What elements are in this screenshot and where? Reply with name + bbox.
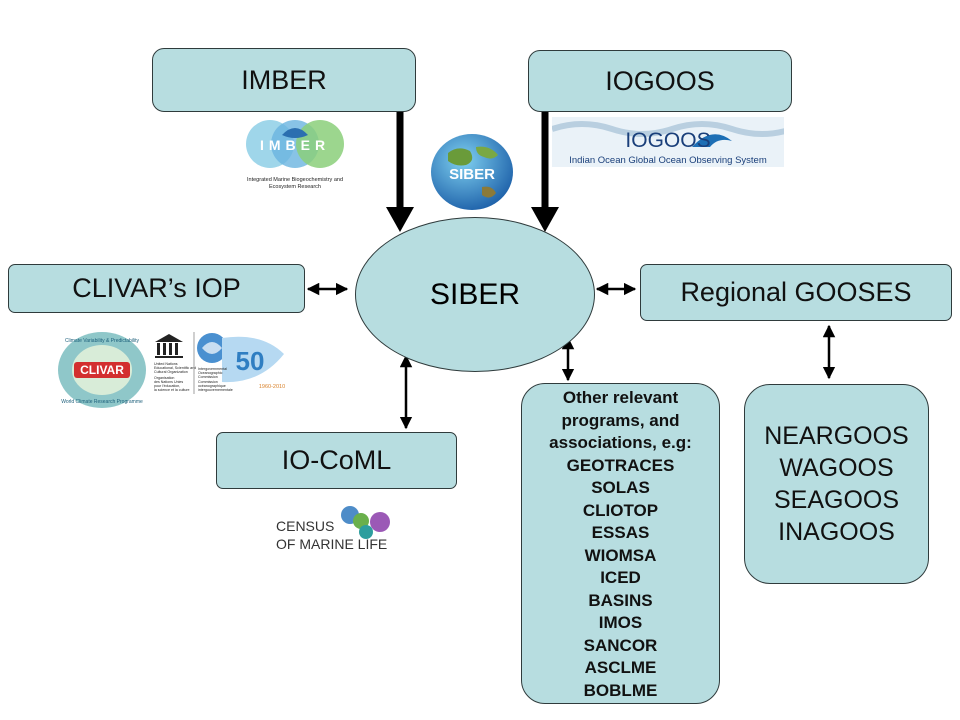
svg-text:SIBER: SIBER — [449, 166, 495, 183]
program-item: ESSAS — [591, 523, 650, 542]
unesco-temple-icon — [155, 334, 183, 358]
svg-text:IOGOOS: IOGOOS — [625, 129, 710, 152]
imber-box: IMBER — [152, 48, 416, 112]
clivar-label: CLIVAR’s IOP — [72, 273, 241, 303]
svg-text:50: 50 — [236, 346, 265, 376]
clivar-logo: CLIVAR Climate Variability & Predictabil… — [56, 330, 148, 410]
siber-ellipse: SIBER — [355, 217, 595, 372]
svg-text:United Nations Education: United Nations Educational, Scientific a… — [154, 362, 197, 392]
program-item: ASCLME — [584, 658, 657, 677]
program-item: BOBLME — [583, 680, 658, 700]
census-marine-life-logo: CENSUS OF MARINE LIFE — [274, 505, 396, 555]
svg-text:World Climate Research Program: World Climate Research Programme — [61, 399, 143, 405]
clivar-box: CLIVAR’s IOP — [8, 264, 305, 313]
svg-text:Climate Variability & Predicta: Climate Variability & Predictability — [65, 338, 140, 344]
iogoos-logo: IOGOOS Indian Ocean Global Ocean Observi… — [551, 117, 793, 167]
svg-text:Integrated Marine Biogeochemis: Integrated Marine Biogeochemistry and — [247, 177, 343, 183]
other-programs-box: Other relevant programs, and association… — [521, 383, 720, 704]
program-item: CLIOTOP — [582, 500, 659, 520]
gooses-item: NEARGOOS — [764, 422, 909, 450]
program-item: ICED — [600, 568, 641, 587]
program-item: SANCOR — [583, 635, 658, 655]
arrowhead-iogoos — [531, 207, 559, 232]
siber-globe-logo: SIBER — [430, 133, 514, 211]
svg-text:Ecosystem Research: Ecosystem Research — [269, 184, 321, 190]
program-item: BASINS — [588, 590, 653, 610]
svg-text:OF MARINE LIFE: OF MARINE LIFE — [276, 536, 387, 552]
program-item: IMOS — [598, 613, 643, 632]
arrowhead-imber — [386, 207, 414, 232]
other-heading-2: programs, and — [561, 410, 680, 430]
iocoml-box: IO-CoML — [216, 432, 457, 489]
gooses-item: SEAGOOS — [773, 486, 900, 514]
regional-gooses-list-box: NEARGOOS WAGOOS SEAGOOS INAGOOS — [744, 384, 929, 584]
svg-text:IMBER: IMBER — [260, 137, 330, 153]
svg-text:1960-2010: 1960-2010 — [259, 384, 285, 390]
program-item: SOLAS — [591, 478, 650, 497]
program-item: WIOMSA — [584, 545, 657, 565]
unesco-ioc-logo: United Nations Educational, Scientific a… — [150, 330, 300, 396]
iogoos-box: IOGOOS — [528, 50, 792, 112]
gooses-item: WAGOOS — [779, 454, 894, 482]
regional-gooses-box: Regional GOOSES — [640, 264, 952, 321]
svg-text:Indian Ocean Global Ocean Obse: Indian Ocean Global Ocean Observing Syst… — [569, 155, 767, 166]
svg-text:CLIVAR: CLIVAR — [80, 363, 124, 377]
svg-text:Intergovernmental Oceano: Intergovernmental Oceanographic Commissi… — [198, 367, 233, 392]
iogoos-label: IOGOOS — [605, 65, 715, 96]
other-heading-3: associations, e.g: — [549, 433, 692, 452]
iocoml-label: IO-CoML — [281, 445, 392, 475]
imber-label: IMBER — [241, 64, 327, 95]
gooses-item: INAGOOS — [778, 518, 895, 546]
svg-text:CENSUS: CENSUS — [276, 518, 334, 534]
siber-label: SIBER — [429, 277, 521, 311]
imber-logo: IMBER Integrated Marine Biogeochemistry … — [240, 117, 350, 197]
program-item: GEOTRACES — [566, 455, 675, 475]
other-heading-1: Other relevant — [562, 388, 679, 407]
regional-gooses-label: Regional GOOSES — [680, 277, 912, 307]
